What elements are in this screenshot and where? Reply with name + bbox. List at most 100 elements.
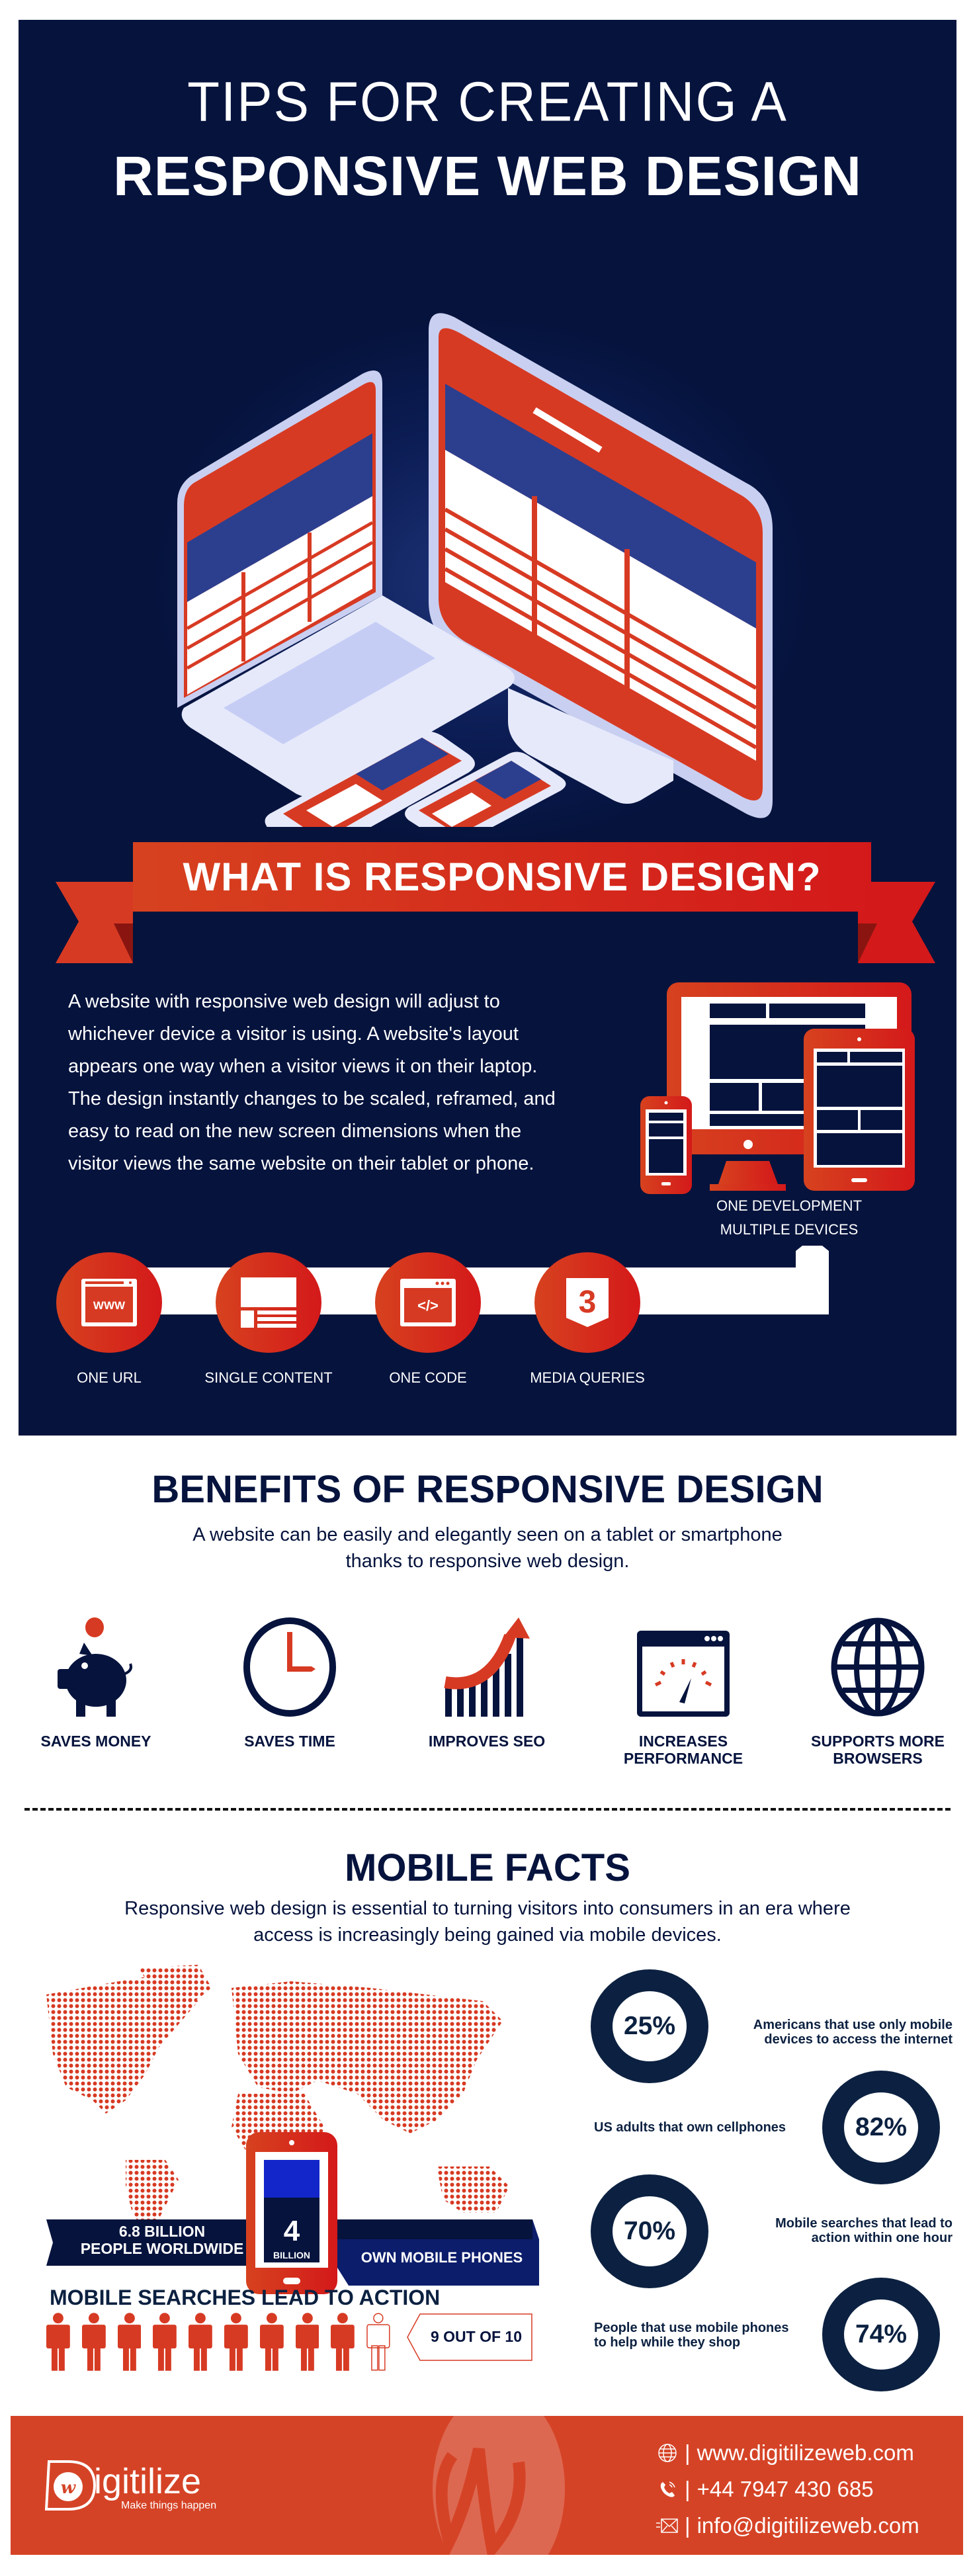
code-window-icon: </>	[400, 1279, 456, 1326]
paragraph-line: whichever device a visitor is using. A w…	[68, 1023, 519, 1045]
benefit-increases-performance: INCREASES PERFORMANCE	[607, 1604, 759, 1767]
phone-owners-number: 4	[283, 2215, 300, 2247]
benefit-label: SAVES TIME	[244, 1733, 335, 1750]
benefits-title: BENEFITS OF RESPONSIVE DESIGN	[151, 1468, 824, 1511]
benefit-label: SUPPORTS MORE	[811, 1733, 945, 1750]
own-phones-band	[334, 2219, 539, 2286]
separator: |	[685, 2513, 691, 2538]
globe-icon	[656, 2441, 679, 2465]
hero-section: TIPS FOR CREATING A RESPONSIVE WEB DESIG…	[19, 20, 956, 1436]
person-filled-icon	[189, 2313, 212, 2371]
benefits-subtitle: A website can be easily and elegantly se…	[0, 1522, 975, 1574]
feature-one-code: </>	[375, 1252, 481, 1353]
title-line-2: RESPONSIVE WEB DESIGN	[113, 145, 862, 207]
svg-text:3: 3	[579, 1285, 597, 1320]
logo-tagline: Make things happen	[121, 2500, 217, 2511]
caption-line: ONE DEVELOPMENT	[716, 1197, 863, 1214]
nine-out-of-ten-tag: 9 OUT OF 10	[407, 2313, 532, 2361]
mobile-phone-icon: 4 BILLION	[246, 2132, 337, 2294]
growth-chart-icon	[444, 1617, 530, 1717]
svg-text:WWW: WWW	[93, 1299, 126, 1312]
ribbon-tails	[56, 882, 935, 963]
population-label: 6.8 BILLION PEOPLE WORLDWIDE	[63, 2223, 261, 2257]
person-filled-icon	[153, 2313, 177, 2371]
digitilize-logo[interactable]: w igitilize Make things happen	[45, 2459, 230, 2518]
feature-label: ONE CODE	[389, 1369, 467, 1386]
what-is-heading: WHAT IS RESPONSIVE DESIGN?	[183, 855, 822, 899]
stat-text-line: Mobile searches that lead to	[775, 2216, 953, 2231]
subtitle-line: Responsive web design is essential to tu…	[124, 1898, 851, 1919]
paragraph-line: visitor views the same website on their …	[68, 1153, 534, 1174]
svg-text:</>: </>	[417, 1297, 439, 1314]
stat-text: People that use mobile phones to help wh…	[594, 2321, 812, 2350]
feature-single-content	[216, 1252, 321, 1353]
person-filled-icon	[224, 2313, 248, 2371]
piggy-bank-icon	[58, 1617, 132, 1717]
logo-d-mark-icon: w	[45, 2460, 97, 2511]
website-link[interactable]: www.digitilizeweb.com	[697, 2440, 914, 2465]
benefit-label: BROWSERS	[833, 1750, 923, 1767]
logo-wordmark: igitilize	[94, 2462, 202, 2501]
stat-text: Mobile searches that lead to action with…	[734, 2216, 953, 2245]
mobile-facts-title: MOBILE FACTS	[345, 1846, 630, 1889]
benefit-label: PERFORMANCE	[623, 1750, 743, 1767]
person-filled-icon	[46, 2313, 70, 2371]
population-text: PEOPLE WORLDWIDE	[80, 2240, 244, 2257]
phone-owners-unit: BILLION	[273, 2250, 310, 2260]
devices-caption: ONE DEVELOPMENT MULTIPLE DEVICES	[710, 1194, 869, 1242]
email-icon	[656, 2514, 679, 2538]
svg-text:w: w	[61, 2478, 77, 2498]
phone-illustration	[405, 751, 566, 827]
phone-icon	[656, 2477, 679, 2501]
population-band	[46, 2219, 258, 2266]
stat-text-line: People that use mobile phones	[594, 2321, 789, 2335]
what-is-paragraph: A website with responsive web design wil…	[68, 986, 637, 1180]
title-line-1: TIPS FOR CREATING A	[187, 70, 788, 133]
feature-label: SINGLE CONTENT	[204, 1369, 333, 1386]
stat-text-line: Americans that use only mobile	[753, 2018, 953, 2032]
monitor-illustration	[429, 313, 773, 818]
stat-text-line: action within one hour	[811, 2231, 953, 2245]
multiple-devices-icon	[640, 982, 915, 1194]
stat-text-line: to help while they shop	[594, 2335, 741, 2350]
phone-link[interactable]: +44 7947 430 685	[697, 2477, 874, 2501]
contact-email[interactable]: | info@digitilizeweb.com	[656, 2513, 940, 2538]
person-filled-icon	[81, 2313, 106, 2371]
own-phones-label: OWN MOBILE PHONES	[360, 2249, 523, 2266]
separator: |	[685, 2440, 691, 2465]
benefit-supports-browsers: SUPPORTS MORE BROWSERS	[802, 1604, 954, 1767]
stat-text: Americans that use only mobile devices t…	[734, 2018, 953, 2047]
subtitle-line: thanks to responsive web design.	[345, 1551, 630, 1572]
stat-text-line: US adults that own cellphones	[594, 2120, 786, 2135]
footer: w igitilize Make things happen | www.dig…	[11, 2416, 963, 2555]
paragraph-line: easy to read on the new screen dimension…	[68, 1121, 522, 1142]
person-filled-icon	[331, 2313, 355, 2371]
devices-illustration	[177, 313, 773, 827]
laptop-illustration	[177, 370, 515, 797]
feature-media-queries: 3	[534, 1252, 640, 1353]
stat-ring-74: 74%	[822, 2278, 940, 2391]
feature-label: MEDIA QUERIES	[530, 1369, 645, 1386]
stat-ring-82: 82%	[822, 2071, 940, 2184]
person-filled-icon	[117, 2313, 142, 2371]
contact-website[interactable]: | www.digitilizeweb.com	[656, 2440, 940, 2466]
benefit-label: INCREASES	[638, 1733, 728, 1750]
css3-shield-icon: 3	[566, 1278, 609, 1327]
population-value: 6.8 BILLION	[118, 2223, 206, 2240]
feature-one-url: WWW	[56, 1252, 162, 1353]
contact-phone[interactable]: | +44 7947 430 685	[656, 2477, 940, 2502]
paragraph-line: The design instantly changes to be scale…	[68, 1088, 556, 1109]
section-divider	[24, 1808, 951, 1811]
people-pictogram-row	[46, 2313, 390, 2372]
person-outline-icon	[366, 2313, 390, 2371]
stat-ring-25: 25%	[591, 1969, 708, 2083]
benefit-label: SAVES MONEY	[40, 1733, 151, 1750]
globe-icon	[831, 1617, 925, 1717]
stat-ring-70: 70%	[591, 2174, 708, 2288]
watermark-logo-icon	[433, 2416, 565, 2555]
benefit-label: IMPROVES SEO	[428, 1733, 546, 1750]
content-layout-icon	[241, 1277, 296, 1328]
email-link[interactable]: info@digitilizeweb.com	[697, 2513, 919, 2538]
stat-text: US adults that own cellphones	[594, 2120, 812, 2135]
paragraph-line: appears one way when a visitor views it …	[68, 1056, 538, 1077]
